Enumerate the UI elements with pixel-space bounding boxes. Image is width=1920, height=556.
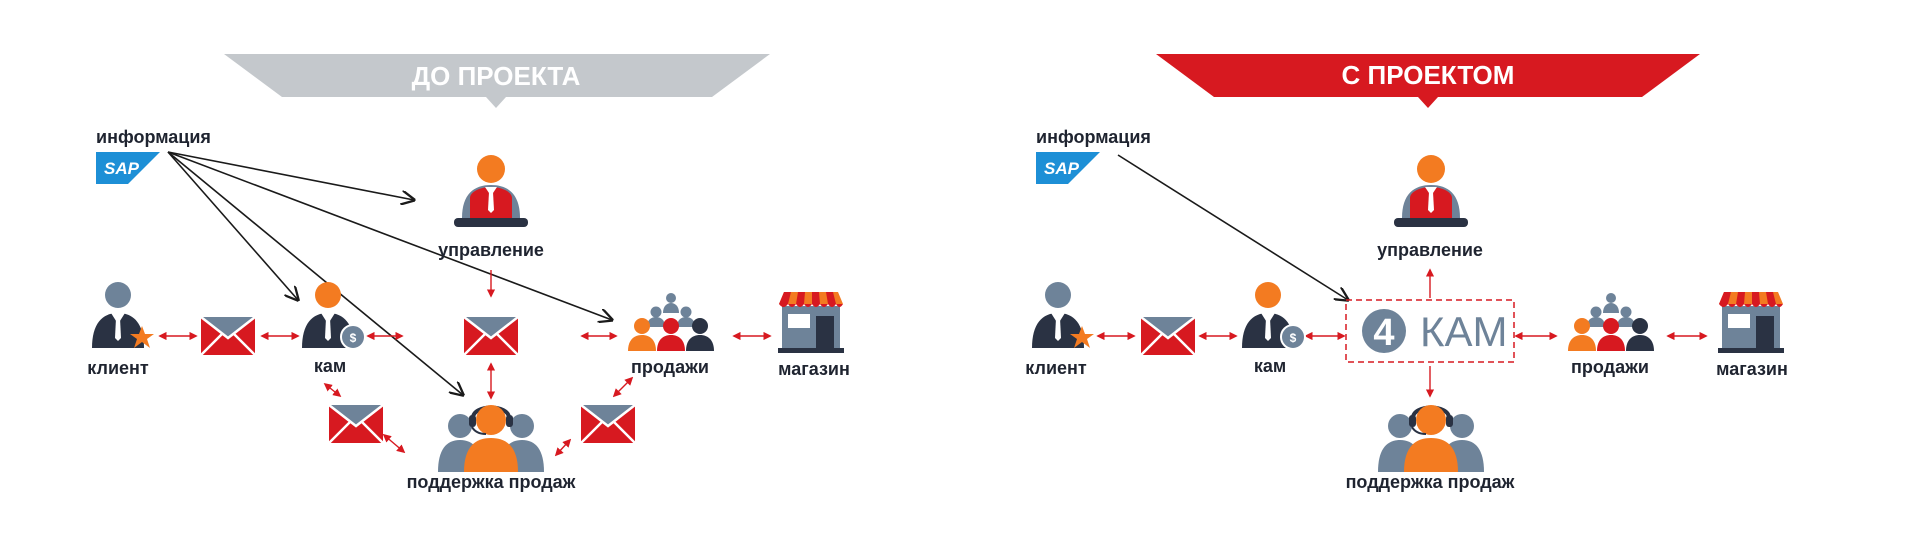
before-manager-icon xyxy=(454,155,528,227)
after-kam-label: кам xyxy=(1254,356,1286,376)
before-envelope-icon-1 xyxy=(200,316,256,356)
before-kam-label: кам xyxy=(314,356,346,376)
after-kam-icon xyxy=(1241,281,1306,350)
before-management-label: управление xyxy=(438,240,544,260)
before-client-label: клиент xyxy=(87,358,149,378)
after-management-label: управление xyxy=(1377,240,1483,260)
before-banner-title: ДО ПРОЕКТА xyxy=(412,61,581,91)
before-sap-logo: SAP xyxy=(96,152,160,184)
before-support-icon xyxy=(436,403,546,472)
before-banner: ДО ПРОЕКТА xyxy=(224,54,770,108)
before-info-label: информация xyxy=(96,127,211,147)
after-flow-arrows xyxy=(1096,268,1708,398)
hub-text: КАМ xyxy=(1420,308,1507,355)
before-flow-arrows xyxy=(158,270,772,457)
after-sales-icon xyxy=(1568,293,1654,351)
svg-text:SAP: SAP xyxy=(104,159,140,178)
before-envelope-icon-4 xyxy=(580,404,636,444)
before-sales-icon xyxy=(628,293,714,351)
after-manager-icon xyxy=(1394,155,1468,227)
after-info-label: информация xyxy=(1036,127,1151,147)
before-kam-icon xyxy=(301,281,366,350)
after-store-label: магазин xyxy=(1716,359,1788,379)
after-client-icon xyxy=(1032,282,1094,348)
before-store-label: магазин xyxy=(778,359,850,379)
before-support-label: поддержка продаж xyxy=(407,472,576,492)
before-envelope-icon-3 xyxy=(328,404,384,444)
before-store-icon xyxy=(778,292,844,353)
after-envelope-icon xyxy=(1140,316,1196,356)
after-support-label: поддержка продаж xyxy=(1346,472,1515,492)
hub-digit: 4 xyxy=(1373,312,1394,354)
before-panel: ДО ПРОЕКТА информация SAP xyxy=(87,54,850,492)
after-banner: С ПРОЕКТОМ xyxy=(1156,54,1700,108)
before-envelope-icon-2 xyxy=(463,316,519,356)
before-client-icon xyxy=(92,282,154,348)
after-store-icon xyxy=(1718,292,1784,353)
after-4kam-hub: 4 КАМ xyxy=(1345,299,1515,363)
before-info-arrows xyxy=(167,151,612,395)
after-client-label: клиент xyxy=(1025,358,1087,378)
after-panel: С ПРОЕКТОМ информация SAP управление кли… xyxy=(1025,54,1788,492)
hub-4-badge-icon xyxy=(1362,309,1406,353)
svg-text:SAP: SAP xyxy=(1044,159,1080,178)
after-banner-title: С ПРОЕКТОМ xyxy=(1342,60,1515,90)
after-sales-label: продажи xyxy=(1571,357,1649,377)
after-info-arrow xyxy=(1117,154,1348,300)
after-sap-logo: SAP xyxy=(1036,152,1100,184)
before-sales-label: продажи xyxy=(631,357,709,377)
after-support-icon xyxy=(1376,403,1486,472)
